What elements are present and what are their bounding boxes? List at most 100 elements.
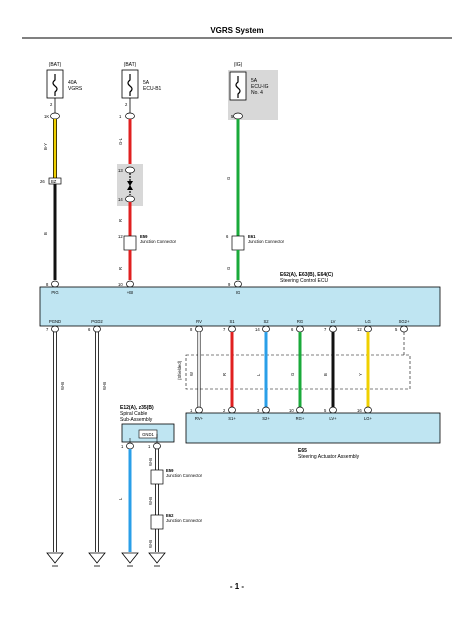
actuator-pin-label: RG+ [296,416,305,421]
actuator-code: E65 [298,448,307,454]
junction-desc: Junction Connector [248,239,285,244]
wire-label: W-B [60,382,65,390]
fuse-pin: 2 [50,102,53,107]
pin-number: 16 [357,408,362,413]
ecu-name: Steering Control ECU [280,278,328,284]
pin-number: 1 [148,444,151,449]
junction-e61 [231,235,245,251]
wire-vgrs-column: B-Y BZ 26 B 8 [40,98,62,288]
wire-label: W [189,372,194,376]
pin-number: 6 [291,327,294,332]
wire-label: R [222,373,227,376]
pin-number: 1 [190,408,193,413]
actuator-pin-label: LG+ [364,416,373,421]
junction-code: E59 [166,468,174,473]
ecu-pin-label: RG [297,319,303,324]
ecu-pin-label: PIG [51,290,58,295]
actuator-pin-label: S1+ [228,416,236,421]
wire-label: B [43,232,48,235]
ecu-pin-label: LV [331,319,336,324]
spiral-name: Spiral Cable [120,411,147,417]
fuse-power-source: (BAT) [124,62,137,68]
junction-code: E59 [140,234,148,239]
wire-label: G [226,177,231,180]
diagram-title: VGRS System [210,26,263,35]
ecu-pin-label: LG [365,319,371,324]
wire-label: W-B [148,497,153,505]
pin-number: 7 [46,327,49,332]
fuse-rating: 5A [251,78,258,84]
fuse-40a-vgrs: (BAT) 40A VGRS 2 1K [44,62,83,120]
spiral-blue-wire: L [118,449,139,567]
pin-number: 5 [395,327,398,332]
wire-label: R [118,219,123,222]
actuator-name: Steering Actuator Assembly [298,454,360,460]
wire-ecu-b1-column: G-L 13 14 R 12 E59 Junction Connector R … [117,98,177,288]
pin-number: 8 [46,282,49,287]
shield-label: (Shielded) [177,360,182,380]
junction-desc: Junction Connector [166,473,203,478]
ground-icon [46,552,64,564]
shield-boundary [185,354,411,390]
pin-number: 1 [121,444,124,449]
fuse-pin: 2 [125,102,128,107]
spiral-cable-subassembly: E12(A), z35(B) Spiral Cable Sub-Assembly… [120,405,175,450]
wire-label: W-B [102,382,107,390]
actuator-body [185,412,441,444]
junction-label: BZ [51,179,57,184]
junction-desc: Junction Connector [140,239,177,244]
wire-label: G [290,373,295,376]
wire-label: B [323,373,328,376]
spiral-ground-wire: W-B E59 Junction Connector W-B E62 Junct… [148,449,203,567]
pin-number: 6 [226,234,229,239]
spiral-pin-label: GND1 [142,432,154,437]
fuse-rating: 5A [143,80,150,86]
fuse-icon [127,74,133,96]
ecu-pin-label: PGD2 [91,319,103,324]
actuator-pin-label: RV+ [195,416,204,421]
wire-label: G [226,267,231,270]
wire-label: W-B [148,458,153,466]
pin-number: 10 [118,282,123,287]
ground-wires: W-B W-B [46,332,107,567]
steering-control-ecu: E62(A), E63(B), E64(C) Steering Control … [39,272,441,327]
fuse-rating: 40A [68,80,78,86]
pin-number: 3 [257,408,260,413]
fuse-name: ECU-IG [251,84,269,90]
fuse-icon [52,74,58,96]
ecu-pin-label: S2 [263,319,269,324]
ecu-bottom-pins: 7 6 8 7 14 6 7 12 5 [46,325,408,333]
spiral-name-line2: Sub-Assembly [120,417,153,423]
fuse-power-source: (BAT) [49,62,62,68]
ground-icon [88,552,106,564]
ecu-pin-label: PGND [49,319,61,324]
pin-number: 12 [357,327,362,332]
actuator-pins: 1 2 3 10 5 16 [190,406,372,414]
wire-label: R [118,267,123,270]
pin-number: 26 [40,179,45,184]
actuator-pin-label: LV+ [329,416,337,421]
ecu-code: E62(A), E63(B), E64(C) [280,272,333,278]
fuse-icon [235,76,241,98]
junction-code: E62 [166,513,174,518]
fuse-name-line2: No. 4 [251,90,263,96]
pin-number: 14 [255,327,260,332]
shielded-wire-bundle: (Shielded) W R L G B Y [177,332,411,408]
pin-number: 5 [324,408,327,413]
pin-number: 7 [223,327,226,332]
fuse-power-source: (IG) [234,62,243,68]
wire-label: G-L [118,137,123,145]
ground-icon [121,552,139,564]
wire-label: B-Y [43,143,48,150]
junction-desc: Junction Connector [166,518,203,523]
fuse-name: VGRS [68,86,83,92]
ground-icon [148,552,166,564]
pin-number: 2 [223,408,226,413]
fuse-pin: 5 [231,114,234,119]
pin-number: 12 [118,234,123,239]
fuse-name: ECU-B1 [143,86,162,92]
pin-number: 14 [118,197,123,202]
steering-actuator-assembly: RV+ S1+ S2+ RG+ LV+ LG+ E65 Steering Act… [185,412,441,460]
fuse-5a-ecu-b1: (BAT) 5A ECU-B1 2 1 [119,62,162,120]
